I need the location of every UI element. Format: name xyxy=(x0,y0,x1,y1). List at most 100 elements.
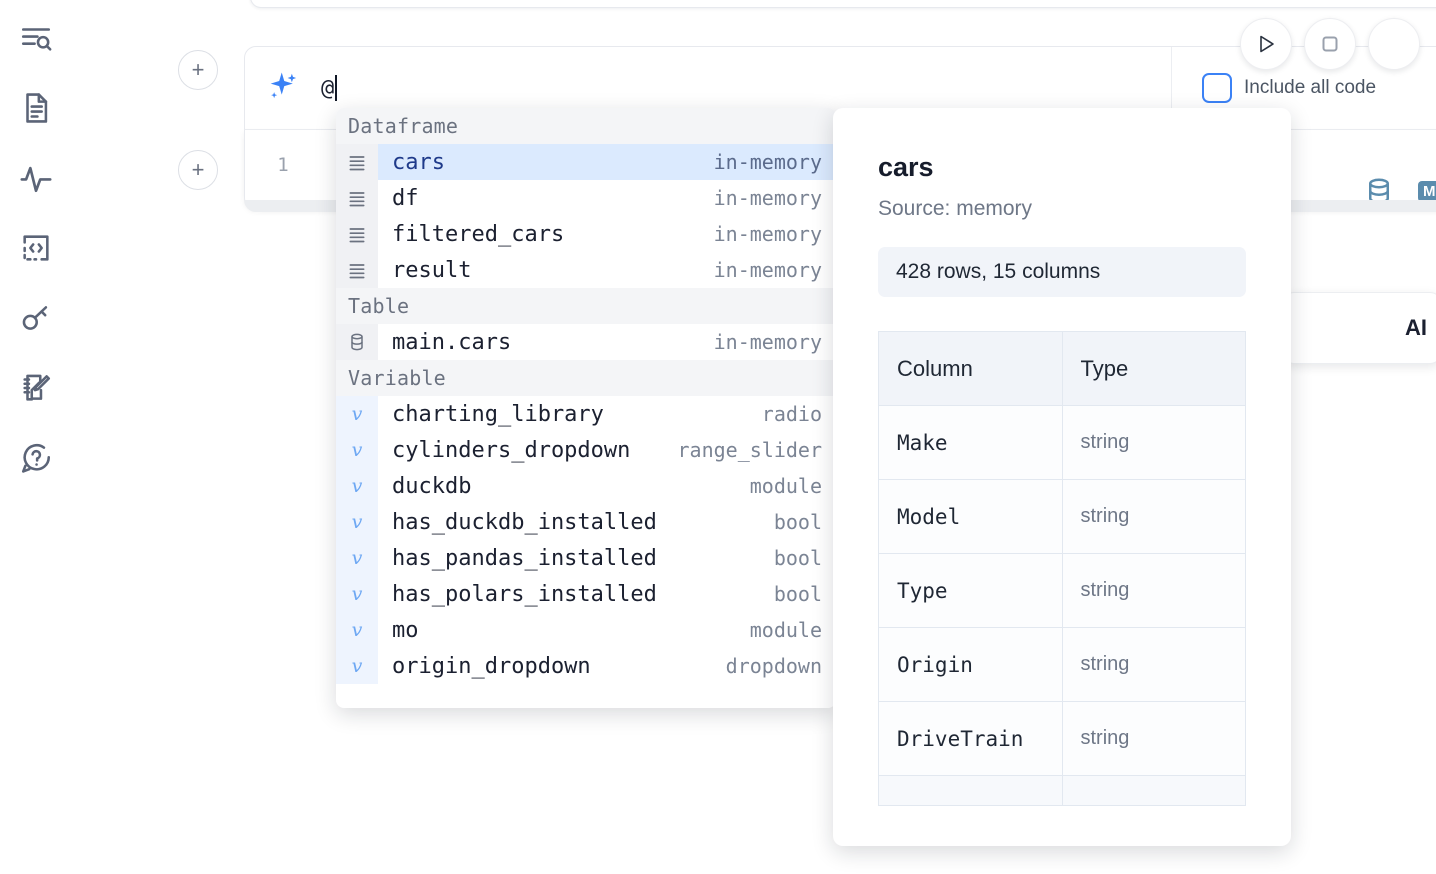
variable-icon: v xyxy=(336,468,378,504)
previous-cell-stub xyxy=(250,0,1436,8)
ai-suggestion-card[interactable]: AI xyxy=(1282,292,1436,364)
add-cell-button-top[interactable]: + xyxy=(178,50,218,90)
autocomplete-item[interactable]: result in-memory xyxy=(336,252,836,288)
autocomplete-item-type: range_slider xyxy=(677,438,823,462)
stop-button[interactable] xyxy=(1304,18,1356,70)
include-all-code-checkbox[interactable] xyxy=(1202,73,1232,103)
schema-column-type: string xyxy=(1061,405,1246,480)
left-sidebar xyxy=(0,0,72,874)
variable-icon: v xyxy=(336,612,378,648)
code-snippet-icon xyxy=(19,231,53,265)
autocomplete-item-type: in-memory xyxy=(713,330,822,354)
autocomplete-group-header: Dataframe xyxy=(336,108,836,144)
notebook-edit-icon xyxy=(19,371,53,405)
autocomplete-item-type: bool xyxy=(773,546,822,570)
include-all-code-control[interactable]: Include all code xyxy=(1171,47,1436,129)
autocomplete-item-name: origin_dropdown xyxy=(392,653,591,679)
sidebar-item-activity[interactable] xyxy=(12,154,60,202)
autocomplete-item-body: charting_library radio xyxy=(378,396,836,432)
run-button[interactable] xyxy=(1240,18,1292,70)
ai-prompt-input[interactable]: @ xyxy=(321,47,1171,129)
schema-column-type: string xyxy=(1061,627,1246,702)
autocomplete-item-name: df xyxy=(392,185,419,211)
autocomplete-item[interactable]: df in-memory xyxy=(336,180,836,216)
dataframe-icon xyxy=(336,252,378,288)
run-controls xyxy=(1240,18,1420,70)
variable-icon: v xyxy=(336,648,378,684)
autocomplete-item-type: in-memory xyxy=(713,258,822,282)
autocomplete-item-name: cars xyxy=(392,149,445,175)
variable-icon: v xyxy=(336,504,378,540)
autocomplete-item-name: duckdb xyxy=(392,473,472,499)
schema-column-header: Type xyxy=(1061,331,1246,406)
add-cell-button-bottom[interactable]: + xyxy=(178,150,218,190)
autocomplete-item-type: module xyxy=(749,474,822,498)
schema-column-name: Make xyxy=(878,405,1063,480)
schema-column-type xyxy=(1061,775,1246,806)
sidebar-item-document[interactable] xyxy=(12,84,60,132)
markdown-icon[interactable]: M↓ xyxy=(1418,180,1436,202)
sparkles-icon xyxy=(245,69,321,107)
dataframe-icon xyxy=(336,180,378,216)
autocomplete-item-type: module xyxy=(749,618,822,642)
dataframe-icon xyxy=(336,144,378,180)
autocomplete-item-name: cylinders_dropdown xyxy=(392,437,631,463)
schema-column-type: string xyxy=(1061,553,1246,628)
autocomplete-group-header: Table xyxy=(336,288,836,324)
sidebar-item-explorer[interactable] xyxy=(12,14,60,62)
info-stats-badge: 428 rows, 15 columns xyxy=(878,247,1246,297)
table-icon xyxy=(336,324,378,360)
activity-pulse-icon xyxy=(19,161,53,195)
include-all-code-label: Include all code xyxy=(1244,77,1377,98)
key-icon xyxy=(19,301,53,335)
autocomplete-item-name: filtered_cars xyxy=(392,221,565,247)
autocomplete-item-type: radio xyxy=(761,402,822,426)
more-actions-button[interactable] xyxy=(1368,18,1420,70)
sidebar-item-secrets[interactable] xyxy=(12,294,60,342)
autocomplete-item-body: df in-memory xyxy=(378,180,836,216)
autocomplete-item-type: in-memory xyxy=(713,186,822,210)
autocomplete-item-name: has_polars_installed xyxy=(392,581,657,607)
sidebar-item-scratchpad[interactable] xyxy=(12,364,60,412)
autocomplete-item-name: result xyxy=(392,257,472,283)
schema-column-type: string xyxy=(1061,701,1246,776)
variable-icon: v xyxy=(336,576,378,612)
sidebar-item-help[interactable] xyxy=(12,434,60,482)
autocomplete-item-name: charting_library xyxy=(392,401,604,427)
plus-icon: + xyxy=(191,57,205,82)
info-source: Source: memory xyxy=(878,197,1033,220)
ai-suggestion-card-text: AI xyxy=(1405,315,1427,340)
help-chat-icon xyxy=(19,441,53,475)
autocomplete-item-body: cylinders_dropdown range_slider xyxy=(378,432,836,468)
autocomplete-item-body: duckdb module xyxy=(378,468,836,504)
text-caret xyxy=(335,75,338,101)
schema-column-name: Model xyxy=(878,479,1063,554)
sidebar-item-snippets[interactable] xyxy=(12,224,60,272)
schema-table-row-partial xyxy=(878,775,1246,806)
schema-column-name: Type xyxy=(878,553,1063,628)
